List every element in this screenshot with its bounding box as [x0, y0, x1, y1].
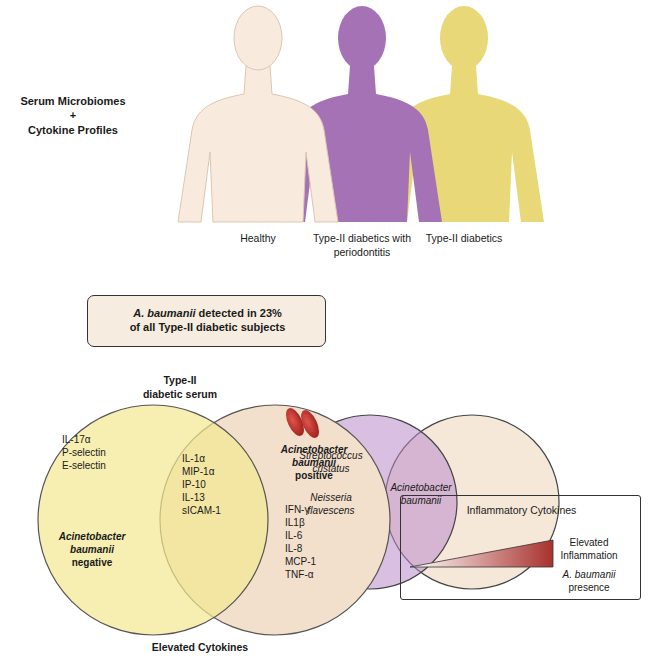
node-text: Elevated Inflammation [554, 536, 624, 562]
node-text: IFN-γ IL1β IL-6 IL-8 MCP-1 TNF-α [285, 503, 365, 581]
venn-circle [38, 405, 268, 635]
gradient-triangle [410, 540, 553, 567]
bacteria-icon [282, 405, 322, 440]
label: Type-II diabetics [412, 232, 516, 246]
label: Type-II diabetic serum [120, 374, 240, 401]
node-text: IL-17α P-selectin E-selectin [62, 433, 142, 472]
label: Elevated Cytokines [130, 641, 270, 655]
label: Type-II diabetics with periodontitis [302, 232, 422, 259]
label: Healthy [208, 232, 308, 246]
info-box: A. baumanii detected in 23% of all Type-… [87, 295, 326, 347]
healthy-figure [178, 6, 338, 222]
node-text: Inflammatory Cytokines [401, 504, 642, 518]
node-text: A. baumanii presence [554, 568, 624, 594]
gradient-legend-box: Inflammatory CytokinesElevated Inflammat… [400, 495, 641, 600]
node-text: Acinetobacter baumanii positive [264, 443, 364, 482]
label: Acinetobacter baumanii [381, 481, 461, 507]
node-text: Acinetobacter baumanii negative [46, 530, 138, 569]
venn-circle: Acinetobacter baumanii positiveIFN-γ IL1… [160, 405, 390, 635]
label: IL-1α MIP-1α IP-10 IL-13 sICAM-1 [182, 452, 252, 517]
title: Serum Microbiomes + Cytokine Profiles [8, 94, 138, 137]
venn-circle: IL-17α P-selectin E-selectinAcinetobacte… [38, 405, 268, 635]
node-text: A. baumanii detected in 23% of all Type-… [88, 306, 327, 335]
